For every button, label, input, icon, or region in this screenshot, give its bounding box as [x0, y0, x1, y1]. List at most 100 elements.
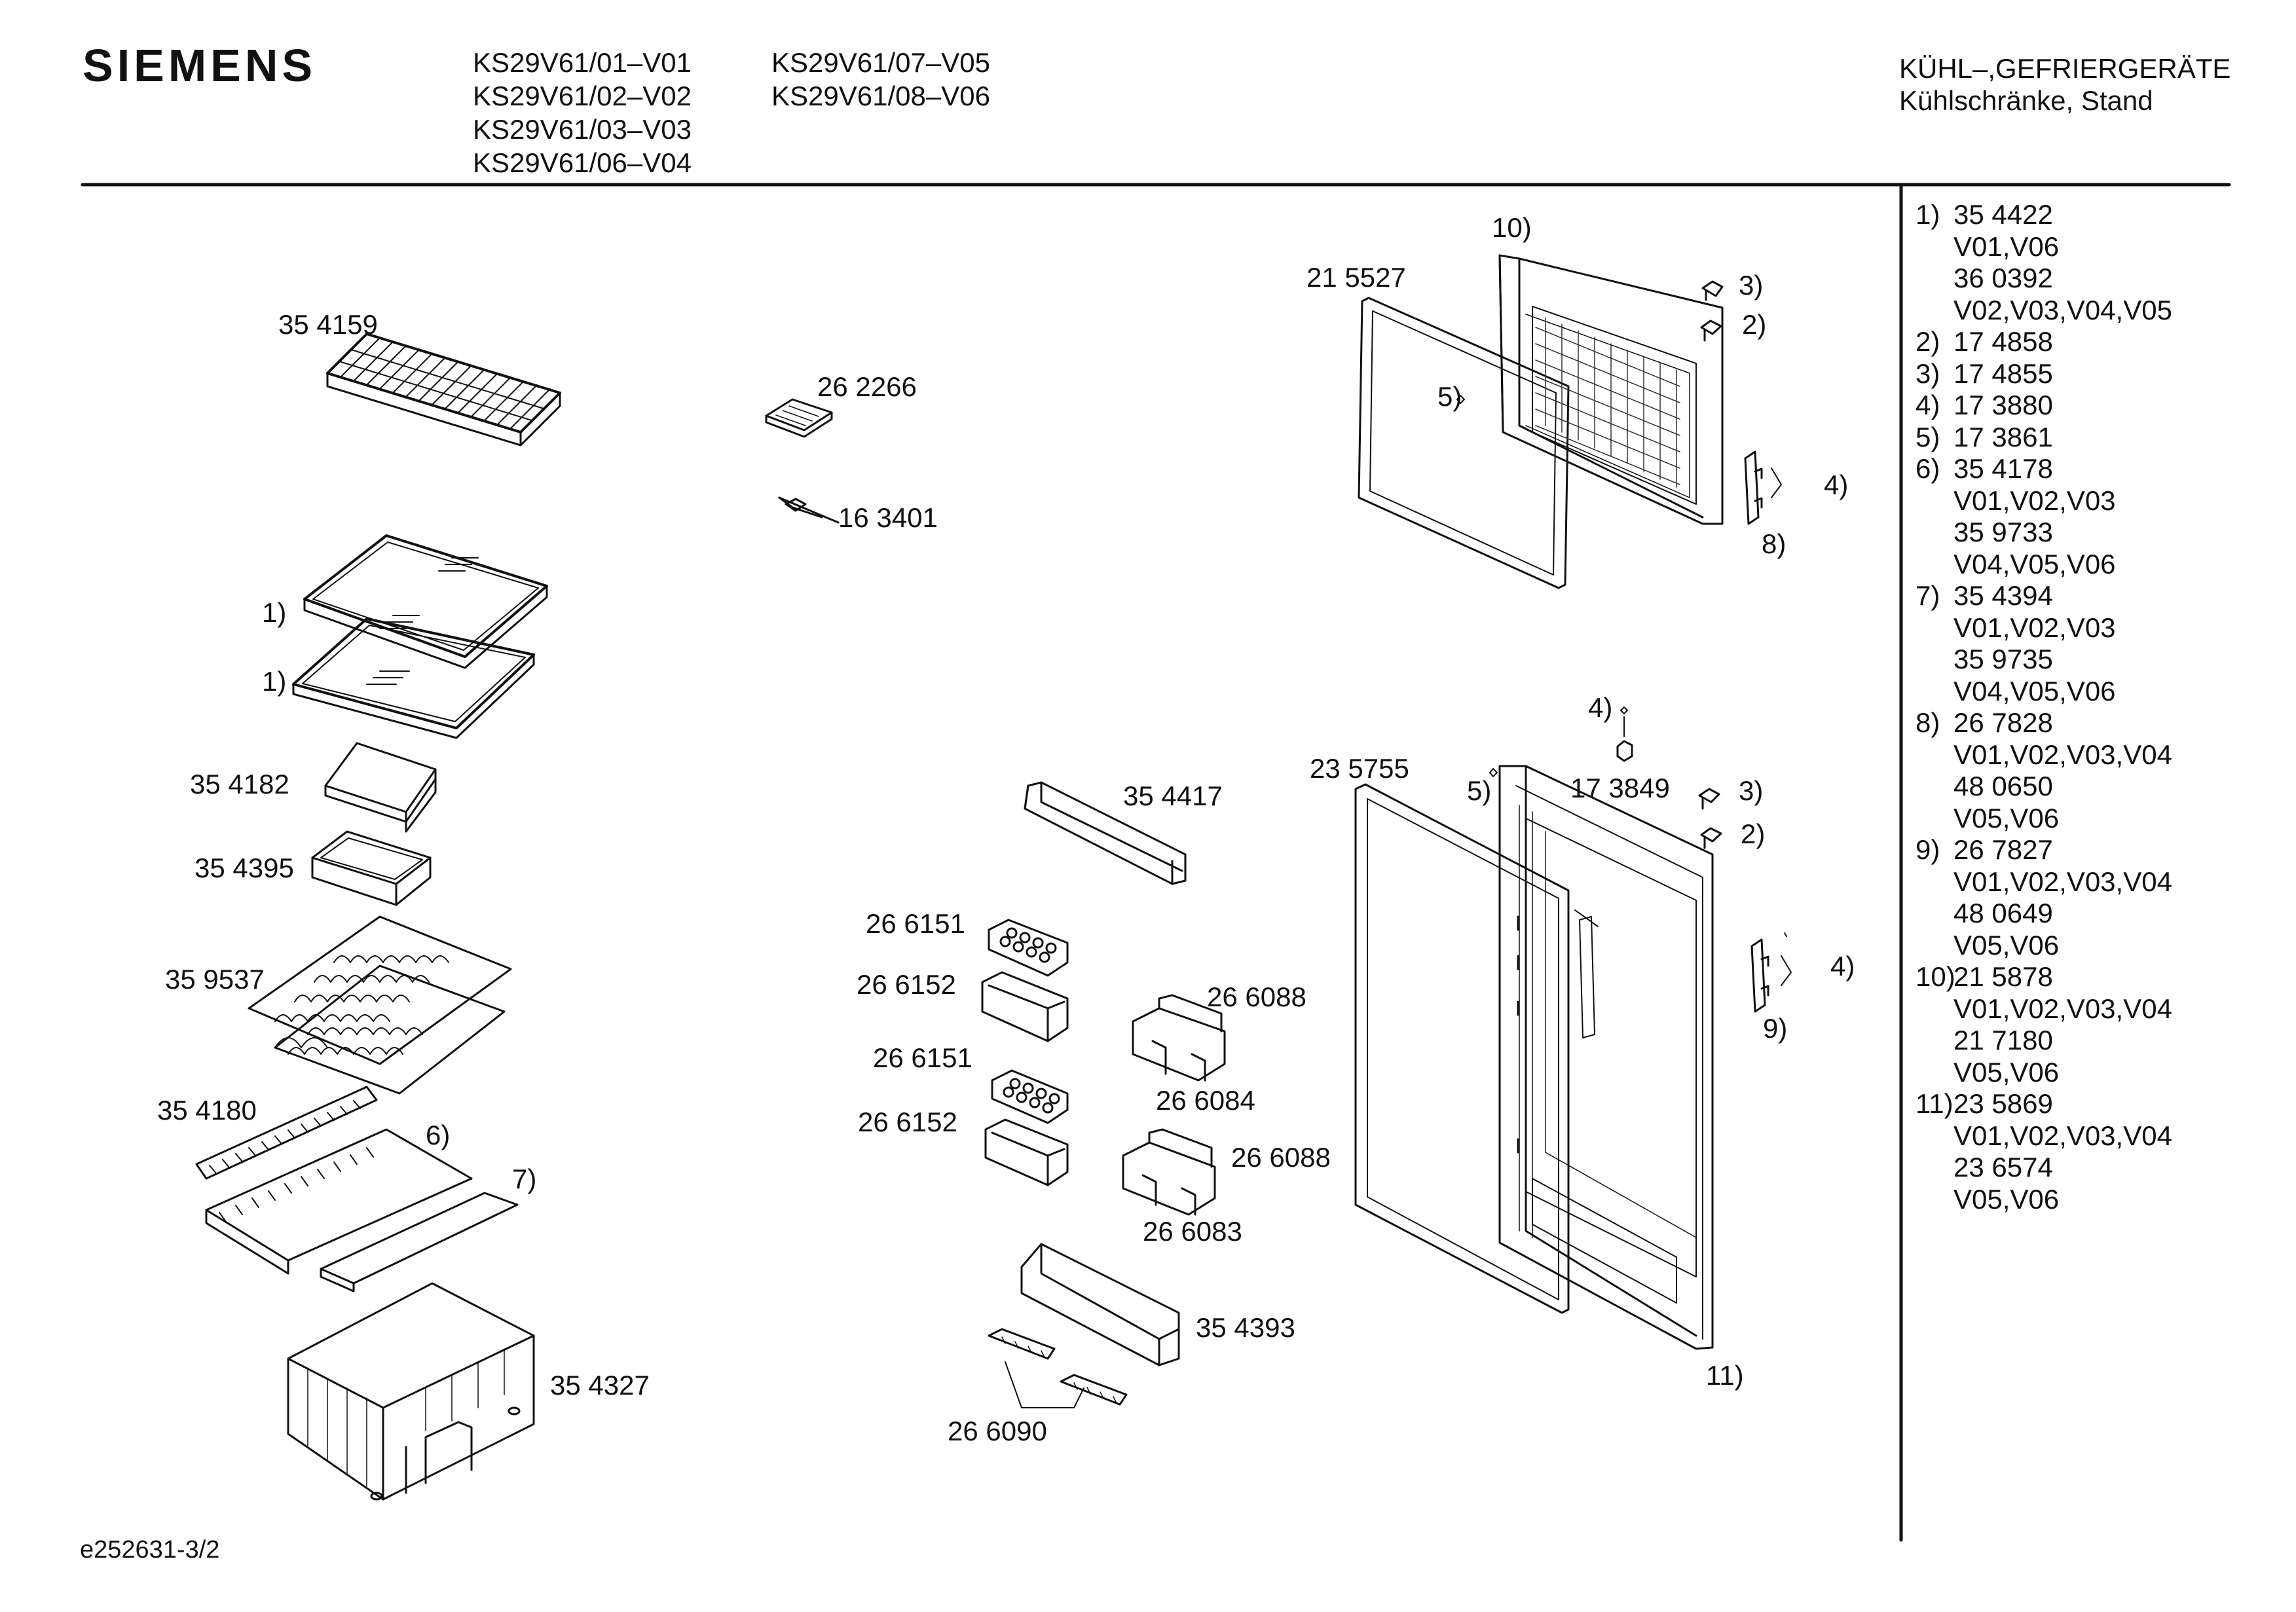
label-fridge-part: 17 3849 [1570, 773, 1670, 803]
label-holder-top-a: 26 6088 [1207, 981, 1306, 1012]
label-fridge-ref9: 9) [1763, 1013, 1787, 1044]
legend-ref-number: 4) [1916, 390, 1940, 420]
legend-part-value: 26 7828 [1953, 707, 2053, 738]
legend-ref-number: 1) [1916, 199, 1940, 230]
label-egg-tray-2: 26 6151 [873, 1042, 972, 1073]
cover-strip [320, 1192, 519, 1292]
label-ice-tray: 26 2266 [817, 371, 917, 402]
category-line-1: KÜHL–,GEFRIERGERÄTE [1899, 53, 2231, 84]
legend-ref-number: 9) [1916, 834, 1940, 865]
legend-part-value: V05,V06 [1953, 929, 2060, 961]
legend-ref-number: 8) [1916, 707, 1940, 738]
label-cover-strip: 7) [512, 1163, 536, 1194]
label-freezer-ref5: 5) [1437, 381, 1462, 412]
butter-box-2 [984, 1118, 1069, 1186]
part-labels: 35 4159 1) 1) 35 4182 35 4395 35 9537 35… [157, 212, 1855, 1446]
legend-ref-number: 7) [1916, 580, 1940, 611]
label-fridge-door: 11) [1706, 1360, 1744, 1391]
legend-part-value: 35 9733 [1953, 517, 2053, 547]
label-vent-strip: 35 4180 [157, 1095, 257, 1126]
egg-tray-1 [988, 919, 1069, 977]
bottle-rack [248, 915, 512, 1095]
legend-part-value: 35 4178 [1953, 453, 2053, 484]
label-bottle-rack: 35 9537 [165, 964, 265, 995]
label-glass-shelf-b: 1) [262, 666, 286, 697]
fridge-hinge-parts [1489, 706, 1792, 1013]
label-glass-shelf-a: 1) [262, 597, 286, 628]
ice-scraper [778, 496, 840, 524]
legend-part-value: 35 4394 [1953, 580, 2053, 611]
legend-part-value: 21 7180 [1953, 1025, 2053, 1055]
freezer-door [1498, 254, 1724, 525]
label-cover-plate: 6) [426, 1120, 450, 1150]
model-number: KS29V61/02–V02 [473, 81, 692, 111]
glass-shelf-upper [303, 534, 548, 669]
legend-part-value: V01,V02,V03 [1953, 485, 2116, 516]
glass-shelf-lower [292, 617, 535, 739]
legend-part-value: 35 9735 [1953, 644, 2053, 674]
bottle-stops [988, 1328, 1128, 1408]
model-list-1: KS29V61/01–V01 KS29V61/02–V02 KS29V61/03… [473, 46, 692, 179]
legend-part-value: 17 4858 [1953, 326, 2053, 357]
egg-tray-2 [991, 1069, 1069, 1124]
label-freezer-gasket: 21 5527 [1306, 262, 1406, 293]
label-fridge-gasket: 23 5755 [1310, 753, 1409, 784]
label-egg-tray-1: 26 6151 [866, 908, 965, 939]
label-fridge-ref4-top: 4) [1588, 692, 1612, 723]
legend-part-value: V01,V02,V03,V04 [1953, 993, 2172, 1024]
label-small-shelf: 35 4182 [190, 769, 289, 799]
label-butter-box-2: 26 6152 [858, 1107, 957, 1137]
cover-plate [205, 1128, 473, 1275]
legend-part-value: 23 6574 [1953, 1152, 2053, 1182]
label-door-shelf-top: 35 4417 [1123, 780, 1223, 811]
model-number: KS29V61/06–V04 [473, 147, 692, 178]
legend-part-value: V02,V03,V04,V05 [1953, 294, 2172, 325]
model-number: KS29V61/07–V05 [771, 47, 990, 78]
model-number: KS29V61/08–V06 [771, 81, 990, 111]
label-holder-bottom-a: 26 6088 [1231, 1142, 1331, 1173]
label-bottle-stops: 26 6090 [948, 1416, 1047, 1446]
vent-strip [195, 1086, 378, 1180]
document-code: e252631-3/2 [80, 1536, 220, 1564]
legend-part-value: 48 0649 [1953, 898, 2053, 928]
legend-ref-number: 6) [1916, 453, 1940, 484]
legend-part-value: 35 4422 [1953, 199, 2053, 230]
model-list-2: KS29V61/07–V05 KS29V61/08–V06 [771, 46, 990, 113]
label-freezer-ref4: 4) [1824, 469, 1848, 500]
legend-part-value: 36 0392 [1953, 263, 2053, 293]
label-fridge-ref4: 4) [1830, 951, 1855, 981]
label-fridge-ref5: 5) [1467, 775, 1491, 806]
fridge-door-gasket [1354, 783, 1570, 1314]
legend-part-value: 23 5869 [1953, 1088, 2053, 1119]
crisper-drawer [287, 1282, 535, 1501]
legend-part-value: V04,V05,V06 [1953, 675, 2116, 706]
legend-part-value: V04,V05,V06 [1953, 548, 2116, 579]
freezer-hinge-parts [1456, 280, 1782, 525]
legend-part-value: 17 4855 [1953, 357, 2053, 389]
fridge-door [1498, 765, 1714, 1350]
door-shelf-upper [1024, 781, 1187, 885]
legend-ref-number: 2) [1916, 326, 1940, 357]
label-fridge-ref2: 2) [1741, 818, 1765, 849]
label-butter-box-1: 26 6152 [857, 969, 956, 1000]
legend-part-value: V01,V02,V03 [1953, 612, 2116, 643]
legend-ref-number: 10) [1916, 961, 1955, 992]
legend-part-value: 26 7827 [1953, 834, 2053, 865]
model-number: KS29V61/01–V01 [473, 47, 692, 78]
legend-part-value: V01,V02,V03,V04 [1953, 1120, 2172, 1151]
legend-ref-number: 11) [1916, 1088, 1953, 1119]
label-freezer-ref3: 3) [1739, 270, 1763, 301]
door-holder-upper [1132, 994, 1226, 1082]
legend-ref-number: 3) [1916, 357, 1940, 389]
legend-part-value: V05,V06 [1953, 1056, 2060, 1088]
small-tray [311, 830, 432, 906]
legend-part-value: 17 3880 [1953, 390, 2053, 420]
label-crisper: 35 4327 [550, 1370, 650, 1401]
category-line-2: Kühlschränke, Stand [1899, 85, 2153, 116]
label-freezer-ref2: 2) [1742, 309, 1766, 340]
label-scraper: 16 3401 [838, 502, 938, 533]
legend-part-value: 48 0650 [1953, 771, 2053, 801]
model-number: KS29V61/03–V03 [473, 114, 692, 145]
legend-part-value: 17 3861 [1953, 421, 2053, 452]
